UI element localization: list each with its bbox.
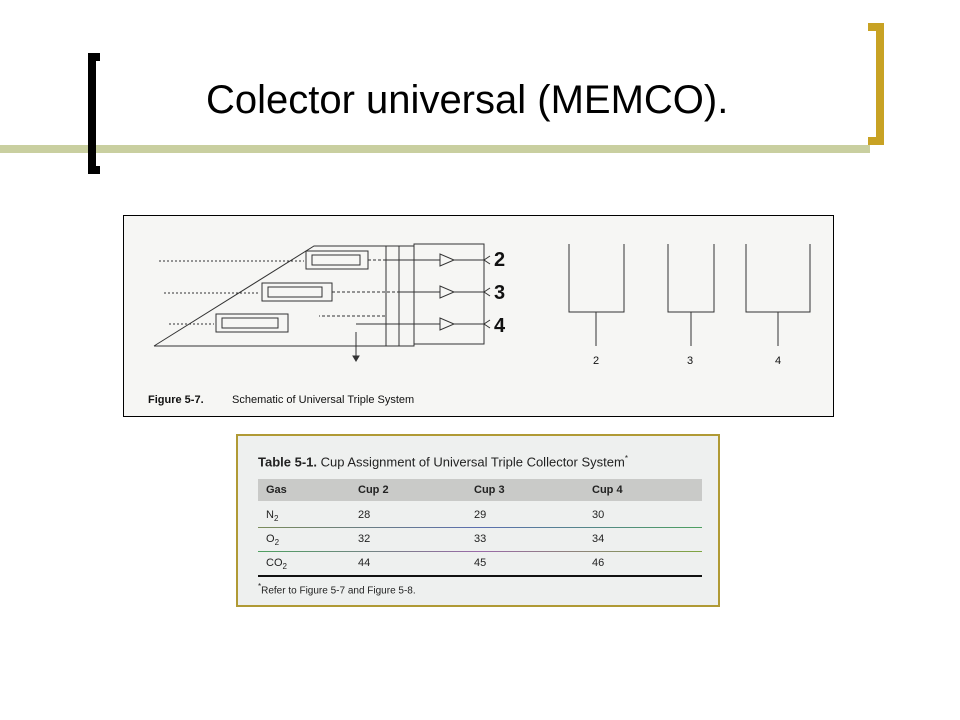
col-header-cup4: Cup 4 xyxy=(592,484,623,496)
row-gas-n2: N2 xyxy=(266,509,279,524)
schematic-drawing: 2 3 4 2 3 4 Figure 5-7. Schematic of Uni… xyxy=(148,243,811,406)
table-cell: 32 xyxy=(358,533,371,545)
cup-label-4: 4 xyxy=(775,355,781,367)
table-cell: 28 xyxy=(358,509,371,521)
right-bracket xyxy=(868,23,884,145)
table-cell: 33 xyxy=(474,533,487,545)
table-cell: 46 xyxy=(592,557,605,569)
col-header-cup3: Cup 3 xyxy=(474,484,505,496)
cup-label-3: 3 xyxy=(687,355,693,367)
figure-number: Figure 5-7. xyxy=(148,394,204,406)
amplifier-3 xyxy=(439,285,456,299)
table-cell: 45 xyxy=(474,557,487,569)
row-divider xyxy=(258,551,702,552)
table-bottom-rule xyxy=(258,575,702,577)
table-title-mark: * xyxy=(624,454,628,463)
row-divider xyxy=(258,527,702,528)
table-number: Table 5-1. xyxy=(258,454,318,470)
col-header-gas: Gas xyxy=(266,484,287,496)
col-header-cup2: Cup 2 xyxy=(358,484,389,496)
table-cell: 30 xyxy=(592,509,605,521)
title-underline-bar xyxy=(0,145,870,153)
cup-diagram-3 xyxy=(667,244,715,313)
collector-label-2: 2 xyxy=(494,249,505,271)
table-heading: Table 5-1. Cup Assignment of Universal T… xyxy=(258,454,628,469)
cup-diagram-4 xyxy=(745,244,811,313)
table-cell: 44 xyxy=(358,557,371,569)
table-footnote: *Refer to Figure 5-7 and Figure 5-8. xyxy=(258,582,416,597)
schematic-figure: 2 3 4 2 3 4 Figure 5-7. Schematic of Uni… xyxy=(123,215,834,417)
amplifier-4 xyxy=(439,317,456,331)
row-gas-co2: CO2 xyxy=(266,557,287,572)
faraday-cup-4 xyxy=(215,313,289,333)
left-bracket xyxy=(88,53,100,174)
amplifier-block xyxy=(413,243,485,345)
amplifier-2 xyxy=(439,253,456,267)
page-title: Colector universal (MEMCO). xyxy=(206,78,729,122)
cup-assignment-table: Table 5-1. Cup Assignment of Universal T… xyxy=(236,434,720,607)
cup-diagram-2 xyxy=(568,244,625,313)
table-cell: 29 xyxy=(474,509,487,521)
figure-caption: Schematic of Universal Triple System xyxy=(232,394,414,406)
cup-label-2: 2 xyxy=(593,355,599,367)
row-gas-o2: O2 xyxy=(266,533,280,548)
collector-label-4: 4 xyxy=(494,315,506,337)
collector-label-3: 3 xyxy=(494,282,505,304)
table-cell: 34 xyxy=(592,533,605,545)
table-title: Cup Assignment of Universal Triple Colle… xyxy=(320,454,625,470)
faraday-cup-2 xyxy=(305,250,369,270)
table-header-row xyxy=(258,479,702,501)
